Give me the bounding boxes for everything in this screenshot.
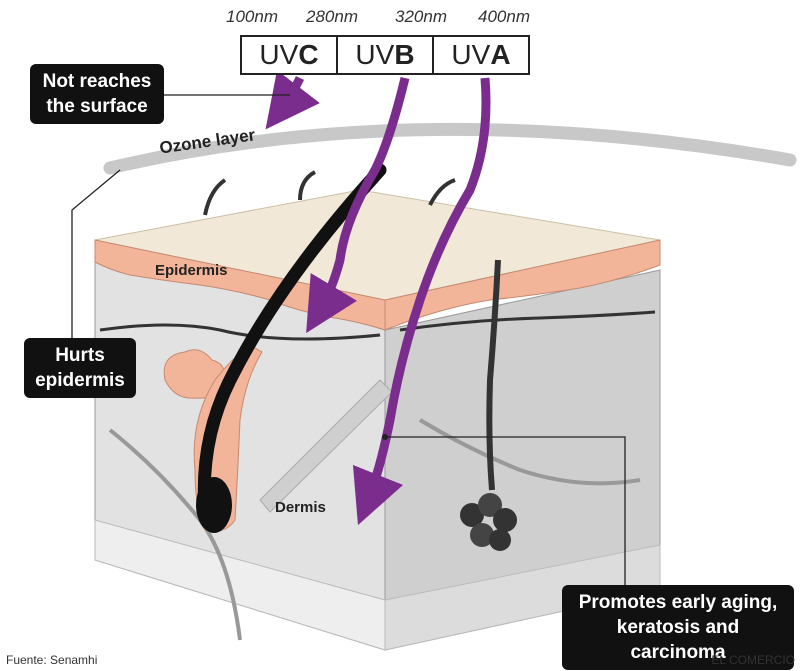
surface-hair (205, 180, 225, 215)
uvc-callout: Not reaches the surface (30, 64, 164, 124)
uvb-letter: B (394, 39, 414, 71)
uvc-prefix: UV (259, 39, 298, 71)
uvc-callout-line-2: the surface (38, 94, 156, 119)
surface-hair (430, 180, 455, 205)
uva-letter: A (490, 39, 510, 71)
hair-bulb (196, 477, 232, 533)
source-credit: Fuente: Senamhi (6, 653, 97, 667)
epidermis-label: Epidermis (155, 262, 228, 279)
uvb-callout: Hurts epidermis (24, 338, 136, 398)
uvc-ray-arrow (282, 78, 300, 108)
wavelength-label-400: 400nm (478, 7, 530, 27)
wavelength-label-320: 320nm (395, 7, 447, 27)
surface-hair (300, 172, 315, 200)
uva-leader-dot (382, 434, 388, 440)
uvb-callout-line-2: epidermis (32, 368, 128, 393)
uvb-callout-line-1: Hurts (32, 343, 128, 368)
uvc-letter: C (298, 39, 318, 71)
wavelength-label-100: 100nm (226, 7, 278, 27)
uva-prefix: UV (451, 39, 490, 71)
publisher-credit: EL COMERCIO (711, 653, 795, 667)
uvb-prefix: UV (355, 39, 394, 71)
dermis-label: Dermis (275, 499, 326, 516)
wavelength-label-280: 280nm (306, 7, 358, 27)
uva-callout-line-1: Promotes early aging, (570, 590, 786, 615)
uvc-callout-line-1: Not reaches (38, 69, 156, 94)
